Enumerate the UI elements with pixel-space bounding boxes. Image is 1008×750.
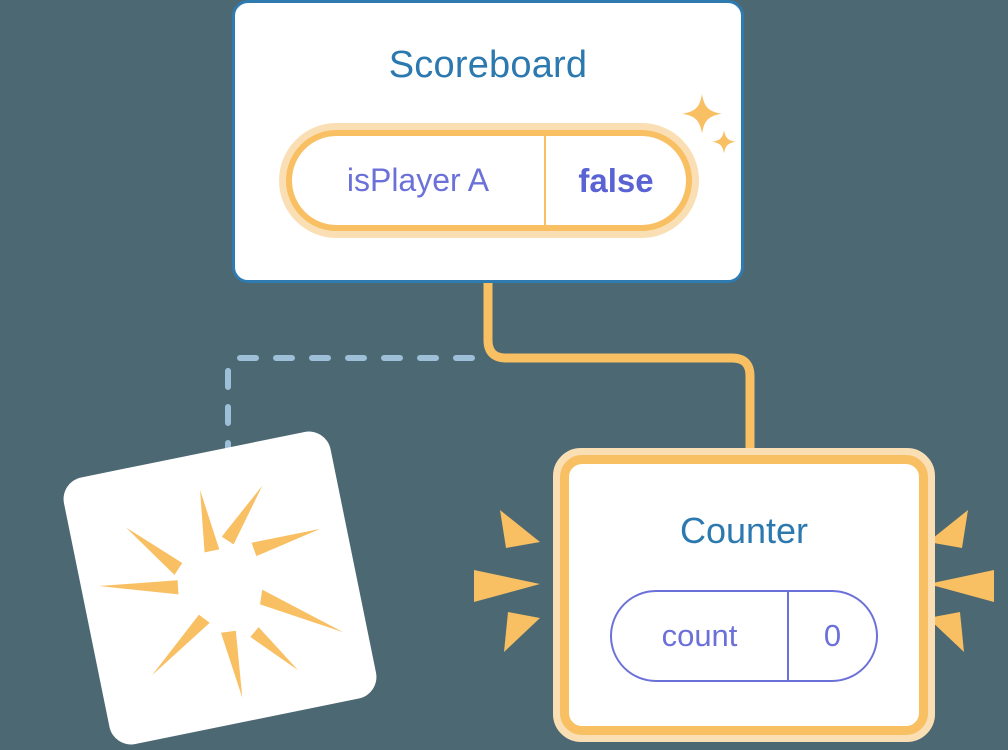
scoreboard-title: Scoreboard bbox=[388, 44, 588, 86]
pill-highlight-glow bbox=[279, 123, 699, 238]
counter-state-key: count bbox=[612, 592, 789, 680]
scoreboard-state-pill[interactable]: isPlayer A false bbox=[279, 123, 699, 238]
counter-state-value: 0 bbox=[823, 618, 842, 653]
scoreboard-state-value: false bbox=[578, 161, 654, 199]
connector-solid-to-counter bbox=[483, 280, 755, 470]
counter-title: Counter bbox=[679, 510, 809, 551]
counter-state-pill[interactable]: count 0 bbox=[610, 590, 878, 682]
scoreboard-state-key: isPlayer A bbox=[292, 136, 546, 225]
blank-card[interactable] bbox=[59, 427, 381, 749]
counter-card[interactable]: Counter count 0 bbox=[553, 448, 935, 742]
scoreboard-card[interactable]: Scoreboard isPlayer A false bbox=[232, 0, 744, 283]
pill-body: isPlayer A false bbox=[286, 130, 692, 231]
